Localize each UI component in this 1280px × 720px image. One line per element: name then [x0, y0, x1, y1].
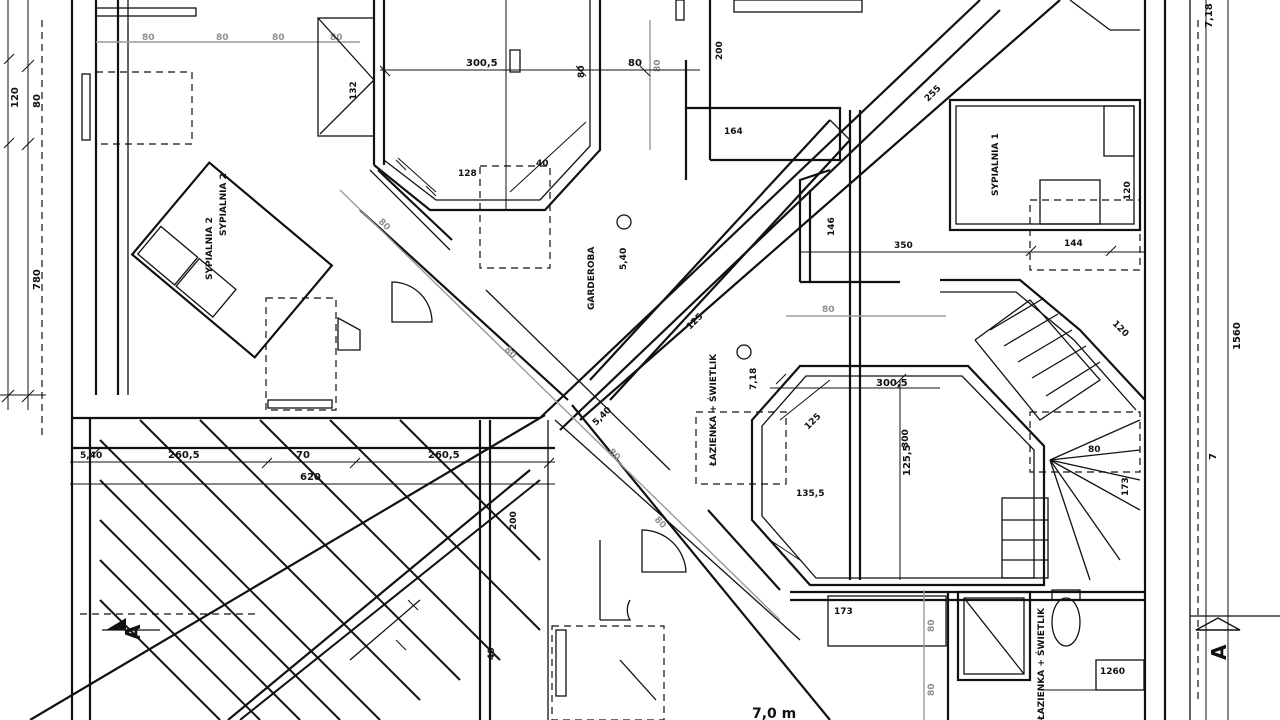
dim-label: 7 — [1208, 453, 1219, 460]
room-right-bedroom: SYPIALNIA 1 144 120 350 — [800, 98, 1145, 271]
dim-label: 173 — [834, 607, 853, 617]
dim-label: 80 — [376, 217, 392, 233]
dim-label: 80 — [502, 345, 518, 361]
room-label-text: 7,0 m — [752, 706, 796, 720]
dim-label: 80 — [32, 94, 43, 108]
section-mark-left: A — [102, 618, 160, 640]
room-bottom-right-bath: 173 80 80 1260 ŁAZIENKA + ŚWIETLIK — [790, 589, 1145, 720]
diagonal-walls: 80 80 80 80 255 125 5,40 — [29, 0, 1140, 720]
room-top-center: 300,5 80 80 128 40 — [372, 0, 863, 269]
ceiling-light-icon — [736, 344, 752, 360]
wardrobe-outline — [265, 297, 337, 411]
dim-label: 260,5 — [428, 450, 460, 461]
dim-label: 132 — [349, 81, 359, 100]
dim-label: 350 — [894, 241, 913, 251]
room-label-text: GARDEROBA — [587, 247, 597, 310]
room-label: SYPIALNIA 2 — [205, 217, 215, 280]
room-label-text: SYPIALNIA 2 — [219, 173, 229, 236]
radiator — [267, 399, 333, 409]
dimension-ticks — [3, 53, 1117, 651]
dim-label: 120 — [1123, 181, 1133, 200]
ceiling-light-icon — [616, 214, 632, 230]
room-top-right-corridor: 164 80 200 — [600, 0, 842, 180]
dim-label: 164 — [724, 127, 743, 137]
section-label: A — [121, 624, 145, 640]
dim-label: 120 — [1110, 319, 1130, 339]
dim-label: 80 — [822, 305, 835, 315]
dim-label: 7,18 — [1204, 3, 1215, 28]
toilet-icon — [1051, 597, 1081, 647]
dim-label: 80 — [927, 683, 937, 696]
dim-label: 255 — [923, 84, 943, 104]
dim-label: 125,5 — [902, 444, 913, 476]
dim-label: 260,5 — [168, 450, 200, 461]
section-label: A — [1207, 644, 1231, 660]
dim-label: 80 — [927, 619, 937, 632]
outer-walls — [41, 0, 1199, 720]
dim-label: 173 — [1121, 477, 1131, 496]
door-swing — [391, 281, 433, 323]
wall-stub — [337, 316, 361, 351]
dim-label: 40 — [536, 159, 549, 169]
left-dimension-chain: 120 80 780 — [0, 0, 46, 410]
dim-label: 5,40 — [80, 451, 102, 461]
dim-label: 1260 — [1100, 667, 1125, 677]
dim-label: 80 — [216, 33, 229, 43]
dim-label: 300,5 — [466, 58, 498, 69]
dim-label: 1560 — [1232, 322, 1243, 350]
dim-label: 80 — [653, 59, 663, 72]
dim-label: 125 — [803, 412, 823, 432]
dim-label: 300,5 — [876, 378, 908, 389]
dim-label: 144 — [1064, 239, 1083, 249]
dim-label: 40 — [487, 647, 497, 660]
dim-label: 200 — [715, 41, 725, 60]
section-mark-right: A — [1190, 615, 1280, 660]
dim-label: 135,5 — [796, 489, 824, 499]
dim-label: 780 — [32, 269, 43, 290]
staircase: 80 173 120 — [940, 278, 1146, 581]
terrace-hatched: 260,5 70 260,5 620 5,40 200 40 — [70, 416, 555, 720]
right-dimension-chain: 1560 7 7,18 — [1204, 0, 1243, 720]
dim-label: 80 — [1088, 445, 1101, 455]
dim-label: 80 — [272, 33, 285, 43]
dim-label: 5,40 — [619, 248, 629, 270]
dim-label: 7,18 — [749, 368, 759, 390]
dim-label: 146 — [827, 217, 837, 236]
room-label-text: ŁAZIENKA + ŚWIETLIK — [1035, 607, 1047, 720]
room-label-text: ŁAZIENKA + ŚWIETLIK — [707, 353, 719, 467]
dim-label: 128 — [458, 169, 477, 179]
bed-left: SYPIALNIA 2 — [130, 161, 334, 359]
room-bottom-center: 7,0 m — [551, 529, 796, 720]
room-label-text: SYPIALNIA 1 — [991, 133, 1001, 196]
dim-label: 200 — [509, 511, 519, 530]
room-top-left: 80 80 80 80 132 — [81, 0, 375, 395]
dim-label: 300 — [901, 429, 911, 448]
dim-label: 120 — [10, 87, 21, 108]
dim-label: 620 — [300, 472, 321, 483]
room-center-octagon: 300,5 125,5 300 80 146 135,5 125 ŁAZIENK… — [695, 168, 1046, 587]
dim-label: 80 — [142, 33, 155, 43]
dim-label: 80 — [628, 58, 642, 69]
dim-label: 70 — [296, 450, 310, 461]
